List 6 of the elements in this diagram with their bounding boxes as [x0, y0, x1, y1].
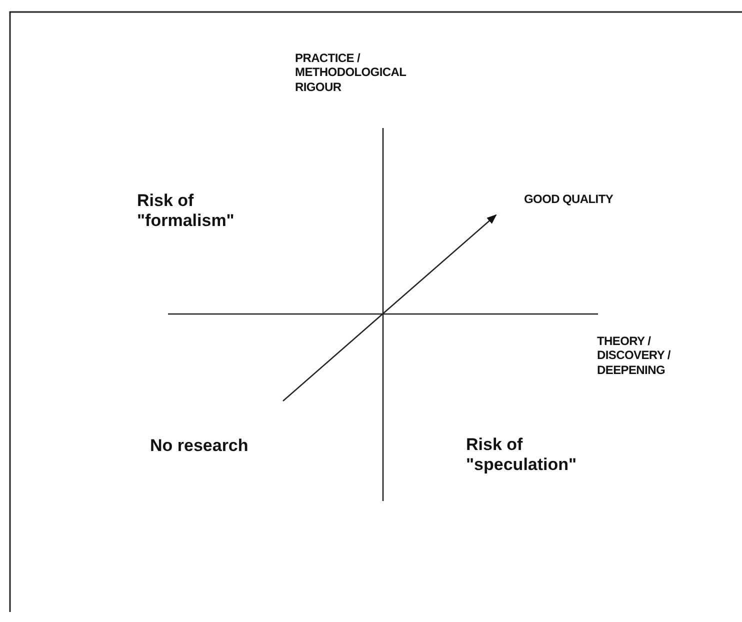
quadrant-label: No research — [150, 436, 248, 456]
quadrant-label: Risk of "speculation" — [466, 435, 578, 476]
axis-label: THEORY / DISCOVERY / DEEPENING — [597, 334, 672, 378]
quadrant-label: Risk of "formalism" — [137, 191, 236, 232]
axis-label: PRACTICE / METHODOLOGICAL RIGOUR — [295, 51, 408, 94]
axis-label: GOOD QUALITY — [524, 192, 614, 206]
